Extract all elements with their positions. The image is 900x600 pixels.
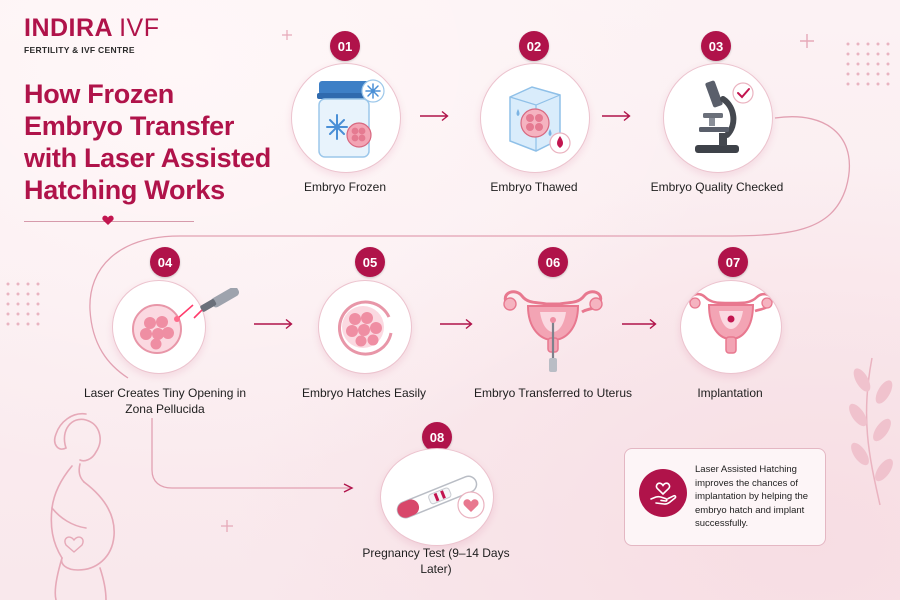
step-4-label: Laser Creates Tiny Opening in Zona Pellu… [83,386,247,416]
step-1-number: 01 [330,31,360,61]
frozen-embryo-jar-icon [317,79,385,158]
step-1-illustration [291,63,401,173]
step-1-label: Embryo Frozen [303,180,387,194]
note-icon-badge [639,469,687,517]
uterus-transfer-icon [503,290,603,372]
laser-pen-icon [193,288,240,319]
brand-name: INDIRA [24,14,114,42]
arrow-right-icon [420,110,449,122]
step-4-illustration [112,280,206,374]
dot-pattern [6,282,40,326]
step-5-number: 05 [355,247,385,277]
uterus-implantation-icon [688,292,774,354]
sparkle-icon [800,34,814,48]
dot-pattern [846,42,890,86]
step-3-illustration [663,63,773,173]
arrow-right-icon [440,318,473,330]
step-8-number: 08 [422,422,452,452]
arrow-right-icon [602,110,631,122]
step-2-number: 02 [519,31,549,61]
note-text: Laser Assisted Hatching improves the cha… [695,464,809,529]
step-7-label: Implantation [697,386,763,400]
sparkle-icon [221,520,233,532]
heart-icon [102,215,114,225]
brand-suffix: IVF [119,14,160,42]
pregnant-woman-illustration [50,412,115,600]
laser-embryo-icon [132,304,194,354]
step-8-label: Pregnancy Test (9–14 Days Later) [362,546,510,576]
sparkle-icon [282,30,292,40]
arrow-right-icon [254,318,293,330]
page-title: How Frozen Embryo Transfer with Laser As… [24,79,271,205]
step-5-illustration [318,280,412,374]
step-7-illustration [680,280,782,374]
thawed-embryo-ice-cube-icon [509,86,571,154]
heart-in-hand-icon [650,482,677,505]
step-3-label: Embryo Quality Checked [650,180,784,194]
step-2-illustration [480,63,590,173]
heart-badge-icon [457,491,485,519]
info-note-box: Laser Assisted Hatching improves the cha… [624,448,826,546]
step-4-number: 04 [150,247,180,277]
step-2-label: Embryo Thawed [490,180,578,194]
brand-logo: INDIRA IVF FERTILITY & IVF CENTRE [24,14,160,56]
arrow-right-icon [622,318,657,330]
step-6-number: 06 [538,247,568,277]
step-7-number: 07 [718,247,748,277]
step-6-label: Embryo Transferred to Uterus [473,386,633,400]
step-3-number: 03 [701,31,731,61]
step-5-label: Embryo Hatches Easily [301,386,427,400]
pregnancy-test-icon [396,475,478,519]
microscope-icon [695,80,754,153]
brand-tagline: FERTILITY & IVF CENTRE [24,45,135,55]
hatching-embryo-icon [337,300,393,356]
leaf-branch-decoration [849,357,893,506]
